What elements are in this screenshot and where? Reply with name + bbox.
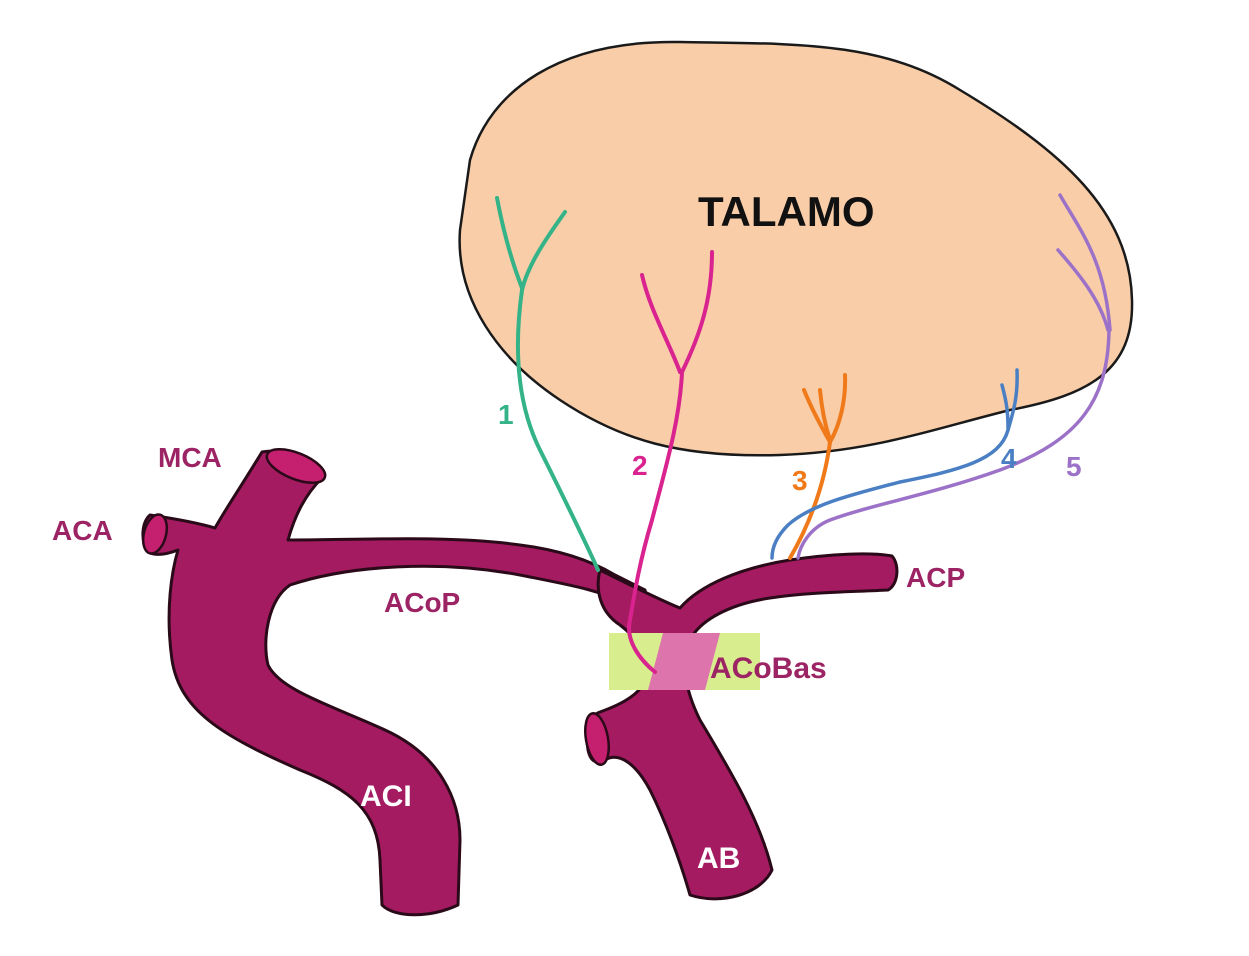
branch-2-number: 2 (632, 450, 648, 481)
branch-5 (796, 193, 1112, 560)
acobas-overlay (648, 633, 720, 690)
ab-label: AB (697, 842, 740, 875)
branch-3-number: 3 (792, 465, 808, 496)
acp-label: ACP (906, 562, 965, 593)
mca-opening (265, 448, 327, 484)
branch-4-number: 4 (1001, 443, 1017, 474)
thalamus-shape (458, 40, 1134, 457)
acobas-label: ACoBas (710, 652, 827, 685)
aci-label: ACI (360, 780, 412, 813)
branch-2 (627, 250, 714, 674)
branch-3 (788, 373, 848, 560)
branch-5-number: 5 (1066, 451, 1082, 482)
ab-opening (584, 712, 610, 766)
branch-1-number: 1 (498, 399, 514, 430)
aca-opening (141, 513, 169, 555)
aci-vessel (141, 449, 648, 917)
mca-label: MCA (158, 442, 222, 473)
acop-label: ACoP (384, 587, 460, 618)
aca-label: ACA (52, 515, 113, 546)
branch-4 (770, 368, 1019, 560)
branch-1 (495, 196, 600, 572)
thalamus-label: TALAMO (698, 188, 875, 235)
